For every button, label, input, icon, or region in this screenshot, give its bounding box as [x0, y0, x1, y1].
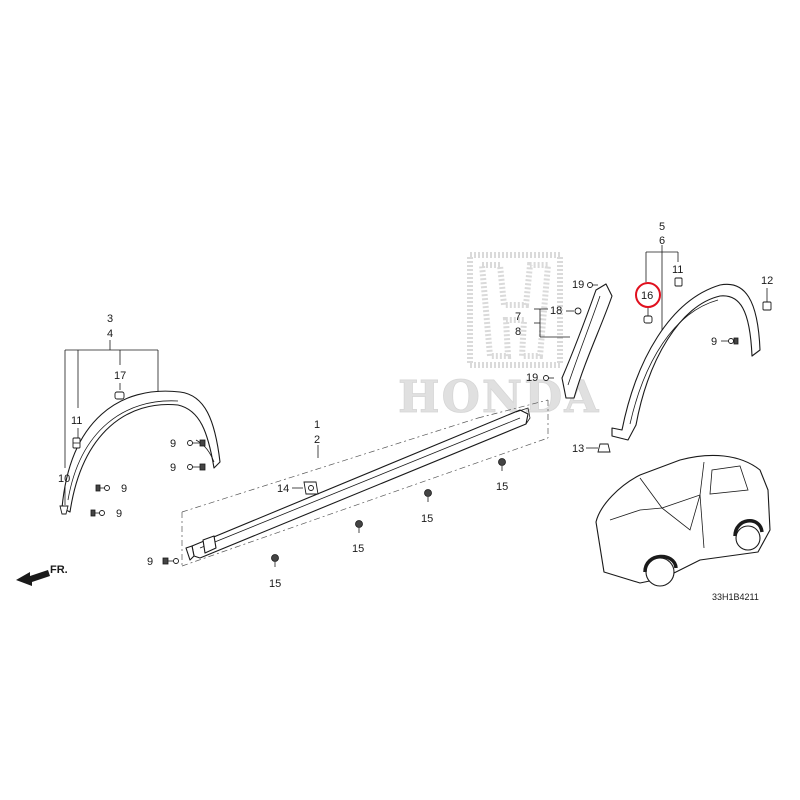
- screw-9-sill[interactable]: [162, 557, 179, 565]
- clip-12[interactable]: [762, 288, 772, 311]
- callout-bracket-5-6: [645, 245, 679, 330]
- callout-9-c: 9: [121, 483, 127, 495]
- clip-15-a[interactable]: [271, 554, 279, 568]
- callout-9-d: 9: [116, 508, 122, 520]
- screw-9-rear[interactable]: [721, 337, 739, 345]
- callout-15-d: 15: [496, 481, 508, 493]
- screw-19-b[interactable]: [543, 375, 555, 381]
- highlight-ring-16: [635, 282, 661, 308]
- callout-12: 12: [761, 275, 773, 287]
- callout-10: 10: [58, 473, 70, 485]
- callout-9-b: 9: [170, 462, 176, 474]
- rear-door-lower-garnish[interactable]: [561, 283, 613, 399]
- clip-11-front[interactable]: [72, 437, 81, 449]
- screw-9-front-c[interactable]: [95, 484, 110, 492]
- screw-9-front-a[interactable]: [187, 439, 206, 447]
- callout-11-rear: 11: [672, 264, 683, 276]
- clip-10[interactable]: [59, 505, 69, 515]
- callout-13: 13: [572, 443, 584, 455]
- callout-11-front: 11: [71, 415, 82, 427]
- clip-13[interactable]: [586, 443, 611, 453]
- clip-14[interactable]: [292, 481, 319, 495]
- callout-15-c: 15: [421, 513, 433, 525]
- clip-15-d[interactable]: [498, 458, 506, 472]
- screw-9-front-d[interactable]: [90, 509, 105, 517]
- callout-9-a: 9: [170, 438, 176, 450]
- clip-11-rear[interactable]: [674, 277, 683, 287]
- callout-9-e: 9: [147, 556, 153, 568]
- callout-14: 14: [277, 483, 289, 495]
- callout-17: 17: [114, 370, 126, 382]
- clip-16[interactable]: [643, 315, 653, 324]
- side-sill-dashed-frame: [181, 399, 549, 567]
- clip-15-b[interactable]: [355, 520, 363, 534]
- callout-3: 3: [107, 313, 113, 325]
- callout-5: 5: [659, 221, 665, 233]
- side-sill-garnish[interactable]: [185, 407, 531, 561]
- callout-19-b: 19: [526, 372, 538, 384]
- callout-19-a: 19: [572, 279, 584, 291]
- callout-bracket-7-8: [534, 308, 570, 338]
- callout-2: 2: [314, 434, 320, 446]
- screw-9-front-b[interactable]: [187, 463, 206, 471]
- callout-bracket-3-4: [64, 340, 159, 505]
- callout-18: 18: [550, 305, 562, 317]
- screw-19-a[interactable]: [587, 282, 599, 288]
- callout-9-rear: 9: [711, 336, 717, 348]
- clip-15-c[interactable]: [424, 489, 432, 503]
- diagram-code: 33H1B4211: [712, 592, 759, 602]
- callout-6: 6: [659, 235, 665, 247]
- honda-h-logo: [467, 252, 563, 368]
- front-wheel-arch-garnish[interactable]: [61, 390, 221, 513]
- callout-16: 16: [641, 290, 653, 302]
- clip-18[interactable]: [566, 307, 582, 315]
- front-direction-arrow: FR.: [16, 564, 68, 586]
- callout-4: 4: [107, 328, 113, 340]
- vehicle-locator: [595, 454, 771, 587]
- callout-8: 8: [515, 326, 521, 338]
- callout-15-b: 15: [352, 543, 364, 555]
- callout-7: 7: [515, 311, 521, 323]
- clip-17[interactable]: [114, 391, 125, 400]
- callout-1: 1: [314, 419, 320, 431]
- callout-15-a: 15: [269, 578, 281, 590]
- front-direction-label: FR.: [50, 564, 68, 576]
- rear-wheel-arch-garnish[interactable]: [611, 283, 761, 441]
